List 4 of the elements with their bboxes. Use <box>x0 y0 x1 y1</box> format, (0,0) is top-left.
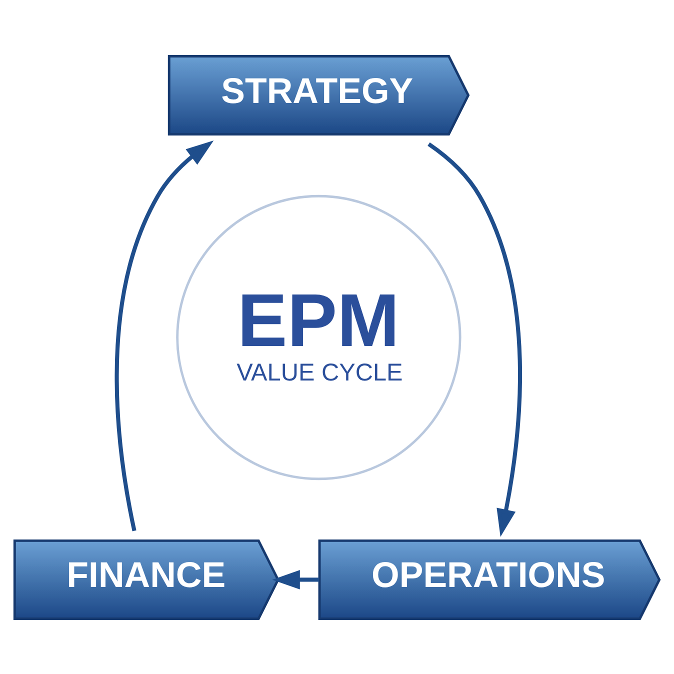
arrow <box>114 140 214 531</box>
arrow <box>428 142 522 536</box>
arrow <box>272 570 320 589</box>
node-circle: EPM VALUE CYCLE <box>176 194 462 480</box>
